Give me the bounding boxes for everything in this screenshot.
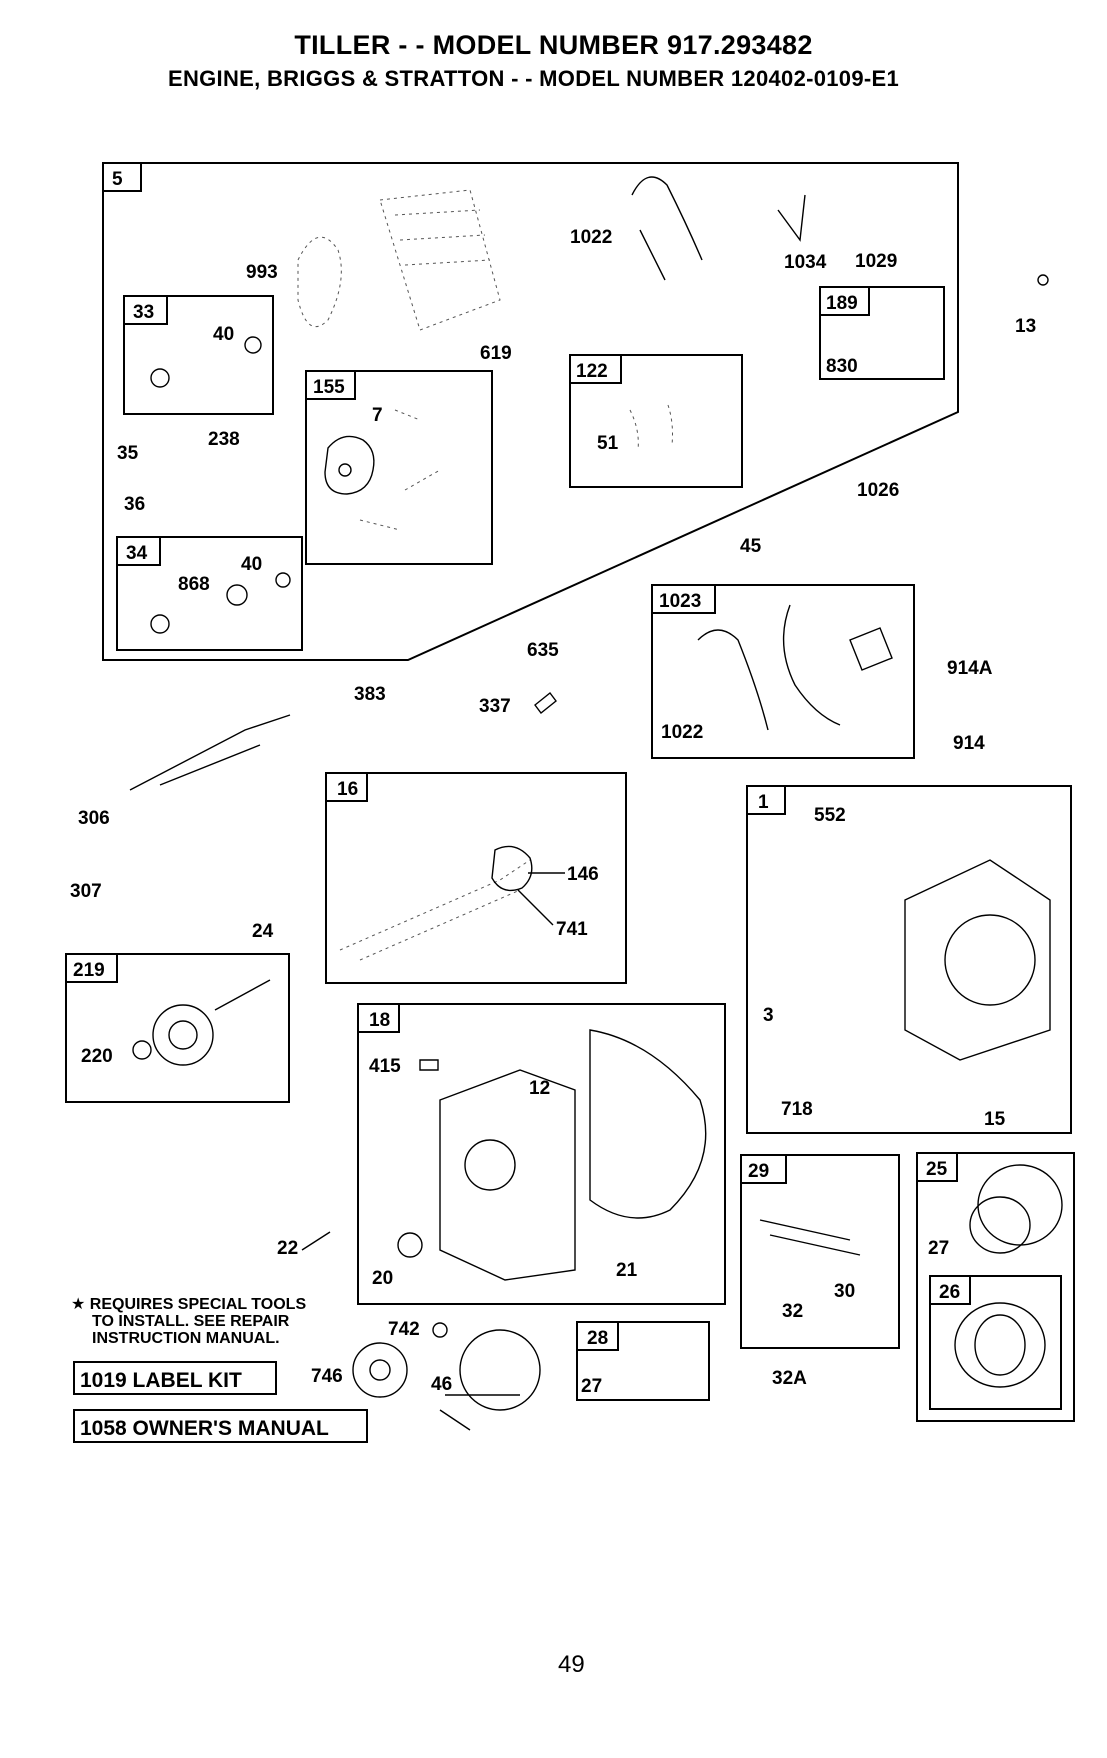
label-kit: 1019 LABEL KIT: [80, 1369, 242, 1392]
box-26: [929, 1275, 1062, 1410]
part-32A: 32A: [772, 1368, 807, 1389]
page-number: 49: [558, 1651, 585, 1678]
box-16: [325, 772, 627, 984]
part-220: 220: [81, 1046, 113, 1067]
part-238: 238: [208, 429, 240, 450]
box-28: [576, 1321, 710, 1401]
part-13: 13: [1015, 316, 1036, 337]
part-1022-a: 1022: [570, 227, 612, 248]
part-552: 552: [814, 805, 846, 826]
box-5-tag: [102, 162, 142, 192]
part-1026: 1026: [857, 480, 899, 501]
box-1: [746, 785, 1072, 1134]
part-914: 914: [953, 733, 985, 754]
part-742: 742: [388, 1319, 420, 1340]
special-tools-note-2: TO INSTALL. SEE REPAIR: [92, 1313, 290, 1330]
part-40-b: 40: [241, 554, 262, 575]
part-36: 36: [124, 494, 145, 515]
part-746: 746: [311, 1366, 343, 1387]
box-155: [305, 370, 493, 565]
box-16-label: 16: [337, 779, 358, 800]
part-7: 7: [372, 405, 383, 426]
part-35: 35: [117, 443, 139, 464]
part-1034: 1034: [784, 252, 827, 273]
box-26-label: 26: [939, 1282, 960, 1303]
part-27-a: 27: [928, 1238, 949, 1259]
part-146: 146: [567, 864, 599, 885]
part-12: 12: [529, 1078, 550, 1099]
box-219-label: 219: [73, 960, 105, 981]
label-kit-box: [73, 1361, 277, 1395]
part-27-b: 27: [581, 1376, 602, 1397]
box-219: [65, 953, 290, 1103]
box-189-label: 189: [826, 293, 858, 314]
part-45: 45: [740, 536, 762, 557]
part-307: 307: [70, 881, 102, 902]
part-22: 22: [277, 1238, 298, 1259]
box-122: [569, 354, 743, 488]
part-40-a: 40: [213, 324, 234, 345]
box-33: [123, 295, 274, 415]
part-20: 20: [372, 1268, 393, 1289]
box-18: [357, 1003, 726, 1305]
part-914A: 914A: [947, 658, 993, 679]
box-155-label: 155: [313, 377, 345, 398]
part-337: 337: [479, 696, 511, 717]
part-30: 30: [834, 1281, 855, 1302]
box-25: [916, 1152, 1075, 1422]
box-1023: [651, 584, 915, 759]
part-415: 415: [369, 1056, 401, 1077]
part-383: 383: [354, 684, 386, 705]
box-5-label: 5: [112, 169, 123, 190]
owners-manual-box: [73, 1409, 368, 1443]
part-21: 21: [616, 1260, 638, 1281]
part-1029: 1029: [855, 251, 897, 272]
part-306: 306: [78, 808, 110, 829]
part-830: 830: [826, 356, 858, 377]
part-635: 635: [527, 640, 559, 661]
part-3: 3: [763, 1005, 774, 1026]
part-1022-b: 1022: [661, 722, 703, 743]
box-34-label: 34: [126, 543, 148, 564]
box-25-label: 25: [926, 1159, 948, 1180]
box-122-label: 122: [576, 361, 608, 382]
box-29: [740, 1154, 900, 1349]
box-1023-label: 1023: [659, 591, 701, 612]
special-tools-note-1: ★ REQUIRES SPECIAL TOOLS: [71, 1296, 306, 1313]
part-741: 741: [556, 919, 588, 940]
part-51: 51: [597, 433, 619, 454]
box-18-label: 18: [369, 1010, 390, 1031]
box-34: [116, 536, 303, 651]
part-15: 15: [984, 1109, 1006, 1130]
box-189: [819, 286, 945, 380]
part-46: 46: [431, 1374, 452, 1395]
box-29-label: 29: [748, 1161, 769, 1182]
box-33-label: 33: [133, 302, 154, 323]
part-993: 993: [246, 262, 278, 283]
page-subtitle: ENGINE, BRIGGS & STRATTON - - MODEL NUMB…: [167, 66, 900, 91]
box-28-label: 28: [587, 1328, 608, 1349]
part-619: 619: [480, 343, 512, 364]
frame-5: [102, 162, 959, 661]
part-868: 868: [178, 574, 210, 595]
part-32: 32: [782, 1301, 803, 1322]
box-1-label: 1: [758, 792, 769, 813]
owners-manual: 1058 OWNER'S MANUAL: [80, 1417, 329, 1440]
part-718: 718: [781, 1099, 813, 1120]
page-title: TILLER - - MODEL NUMBER 917.293482: [294, 30, 813, 60]
part-24: 24: [252, 921, 274, 942]
special-tools-note-3: INSTRUCTION MANUAL.: [92, 1330, 280, 1347]
